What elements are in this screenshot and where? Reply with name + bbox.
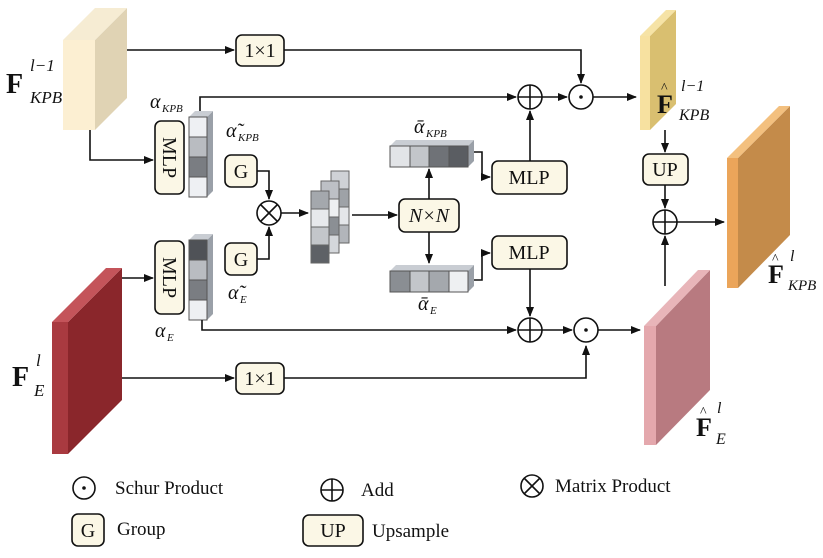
svg-text:KPB: KPB <box>161 103 183 115</box>
up-box: UP <box>642 153 689 186</box>
label-final-output: ^ F KPB l <box>768 248 816 294</box>
mlp-left-bottom: MLP <box>154 240 185 315</box>
add-op-final <box>652 209 678 235</box>
svg-text:l: l <box>717 400 722 417</box>
legend-matrix-icon <box>520 474 544 498</box>
svg-text:1×1: 1×1 <box>244 40 275 62</box>
svg-text:^: ^ <box>661 81 668 96</box>
svg-text:UP: UP <box>320 520 346 542</box>
mlp-left-top: MLP <box>154 120 185 195</box>
label-tilde-alpha-kpb: α̃ KPB <box>226 120 259 144</box>
mlp-right-top: MLP <box>491 160 568 195</box>
svg-text:KPB: KPB <box>29 88 63 107</box>
alpha-kpb-strip <box>188 111 213 198</box>
svg-text:KPB: KPB <box>678 107 709 124</box>
svg-text:KPB: KPB <box>237 132 259 144</box>
svg-text:F: F <box>696 413 712 442</box>
legend-add-icon <box>320 478 344 502</box>
schur-op-top <box>568 84 594 110</box>
svg-text:F: F <box>6 69 23 100</box>
legend-add-label: Add <box>361 480 394 501</box>
output-e-block <box>644 270 710 445</box>
svg-text:ᾱ: ᾱ <box>418 293 429 315</box>
svg-text:F: F <box>657 90 673 119</box>
bar-alpha-e-strip <box>389 265 474 293</box>
svg-text:^: ^ <box>772 252 779 267</box>
conv-1x1-top: 1×1 <box>235 34 285 67</box>
add-op-bottom <box>517 317 543 343</box>
nxn-box: N×N <box>398 198 460 233</box>
svg-text:MLP: MLP <box>158 137 180 178</box>
label-tilde-alpha-e: α̃ E <box>228 282 247 306</box>
svg-text:α: α <box>155 320 166 342</box>
svg-text:G: G <box>234 249 248 271</box>
legend-group-icon: G <box>71 513 105 547</box>
svg-text:MLP: MLP <box>508 242 549 264</box>
input-e-block <box>52 268 122 454</box>
mlp-right-bottom: MLP <box>491 235 568 270</box>
alpha-e-strip <box>188 234 213 321</box>
group-box-bottom: G <box>224 242 258 276</box>
svg-text:^: ^ <box>700 405 707 420</box>
legend-schur-label: Schur Product <box>115 478 224 499</box>
svg-text:1×1: 1×1 <box>244 368 275 390</box>
svg-text:KPB: KPB <box>425 128 447 140</box>
output-kpb-block <box>640 10 676 130</box>
svg-text:F: F <box>12 362 29 393</box>
connectors <box>89 46 725 382</box>
svg-text:KPB: KPB <box>787 278 816 294</box>
svg-text:l: l <box>790 248 795 265</box>
legend-group-label: Group <box>117 519 166 540</box>
conv-1x1-bottom: 1×1 <box>235 362 285 395</box>
label-input-e: F E l <box>12 351 45 400</box>
label-output-kpb: ^ F KPB l−1 <box>657 78 709 124</box>
svg-text:E: E <box>166 332 174 344</box>
svg-text:α: α <box>150 91 161 113</box>
svg-text:G: G <box>234 161 248 183</box>
svg-text:l−1: l−1 <box>30 56 55 75</box>
svg-text:MLP: MLP <box>158 257 180 298</box>
svg-text:E: E <box>33 381 45 400</box>
legend-upsample-label: Upsample <box>372 521 449 542</box>
label-bar-alpha-kpb: ᾱ KPB <box>414 116 447 140</box>
svg-text:l: l <box>36 351 41 370</box>
matrix-product-op <box>256 200 282 226</box>
legend-matrix-label: Matrix Product <box>555 476 671 497</box>
svg-text:G: G <box>81 520 95 542</box>
label-alpha-e: α E <box>155 320 174 344</box>
schur-op-bottom <box>573 317 599 343</box>
svg-text:F: F <box>768 260 784 289</box>
input-kpb-block <box>63 8 127 130</box>
svg-text:UP: UP <box>652 159 678 181</box>
label-input-kpb: F KPB l−1 <box>6 56 63 107</box>
svg-text:ᾱ: ᾱ <box>414 116 425 138</box>
svg-text:E: E <box>239 294 247 306</box>
legend-upsample-icon: UP <box>302 514 364 547</box>
legend-schur-icon <box>72 476 96 500</box>
svg-text:N×N: N×N <box>408 205 451 227</box>
bar-alpha-kpb-strip <box>389 140 474 168</box>
final-output-block <box>727 106 790 288</box>
group-box-top: G <box>224 154 258 188</box>
add-op-top <box>517 84 543 110</box>
svg-text:MLP: MLP <box>508 167 549 189</box>
svg-text:E: E <box>429 305 437 317</box>
label-output-e: ^ F E l <box>696 400 726 448</box>
label-alpha-kpb: α KPB <box>150 91 183 115</box>
svg-text:l−1: l−1 <box>681 78 704 95</box>
svg-text:E: E <box>715 431 726 448</box>
legend: Schur Product Add Matrix Product G Group… <box>71 474 671 547</box>
matrix-cube <box>310 170 350 264</box>
label-bar-alpha-e: ᾱ E <box>418 293 437 317</box>
